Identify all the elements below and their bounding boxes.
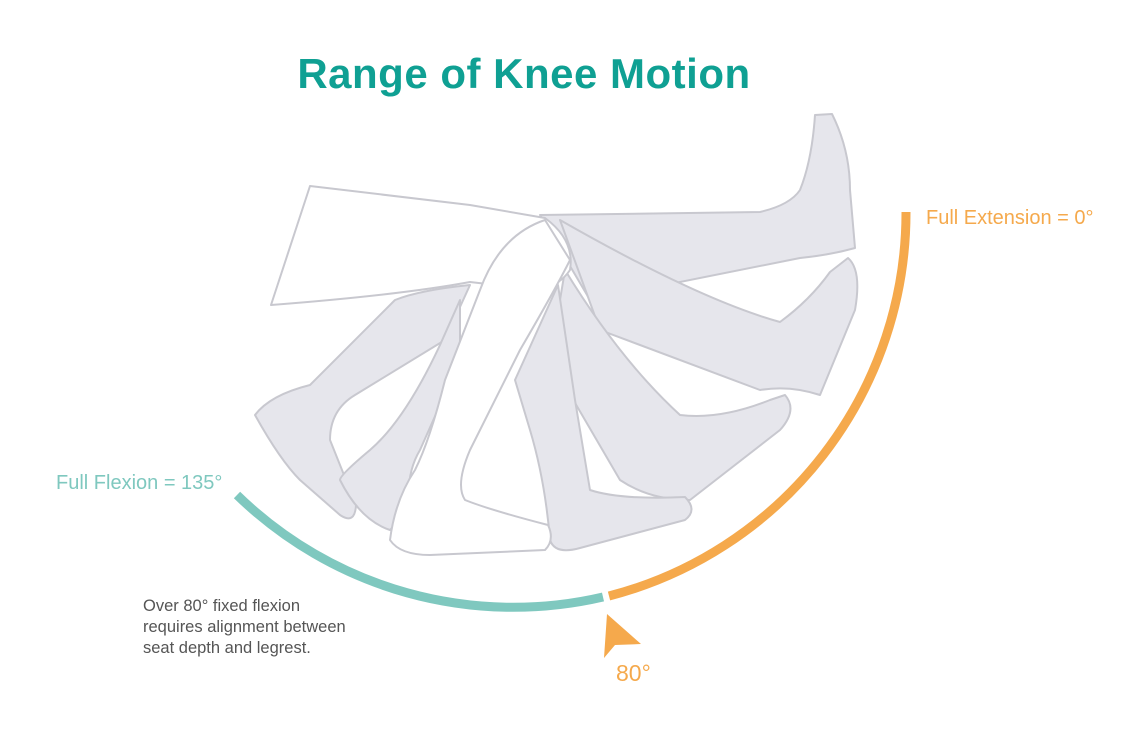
extension-arc xyxy=(607,211,911,601)
extension-label: Full Extension = 0° xyxy=(926,207,1094,229)
note-line: requires alignment between xyxy=(143,618,346,636)
note-line: seat depth and legrest. xyxy=(143,639,311,657)
arrow-80-icon xyxy=(604,614,641,658)
marker-80-label: 80° xyxy=(616,660,651,686)
flexion-arc xyxy=(233,491,605,612)
leg-position-2 xyxy=(559,219,859,396)
leg-position-5 xyxy=(254,284,471,520)
leg-position-80 xyxy=(389,219,571,556)
page-title: Range of Knee Motion xyxy=(297,50,751,97)
note-line: Over 80° fixed flexion xyxy=(143,597,301,615)
flexion-note: Over 80° fixed flexion requires alignmen… xyxy=(143,596,346,659)
leg-position-4 xyxy=(514,284,693,552)
flexion-label: Full Flexion = 135° xyxy=(56,472,223,494)
